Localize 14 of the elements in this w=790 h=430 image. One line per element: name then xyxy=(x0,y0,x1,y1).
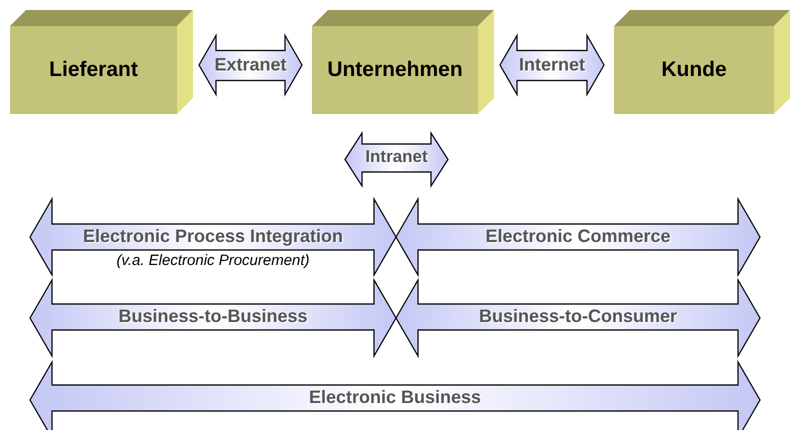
band-label: Business-to-Business xyxy=(117,306,309,327)
band-label: Intranet xyxy=(364,147,429,167)
double-arrow-connector xyxy=(499,33,605,97)
edge-label: Extranet xyxy=(214,54,287,76)
band-label: Electronic Process Integration xyxy=(82,226,344,247)
block-label: Unternehmen xyxy=(326,58,464,82)
band-subtitle: (v.a. Electronic Procurement) xyxy=(115,252,311,269)
band-label: Business-to-Consumer xyxy=(478,306,678,327)
edge-label: Internet xyxy=(519,54,585,76)
band-label: Electronic Business xyxy=(308,387,482,408)
block-label: Lieferant xyxy=(48,58,139,82)
block-label: Kunde xyxy=(660,58,728,82)
double-arrow-connector xyxy=(198,33,303,97)
band-label: Electronic Commerce xyxy=(484,226,672,247)
